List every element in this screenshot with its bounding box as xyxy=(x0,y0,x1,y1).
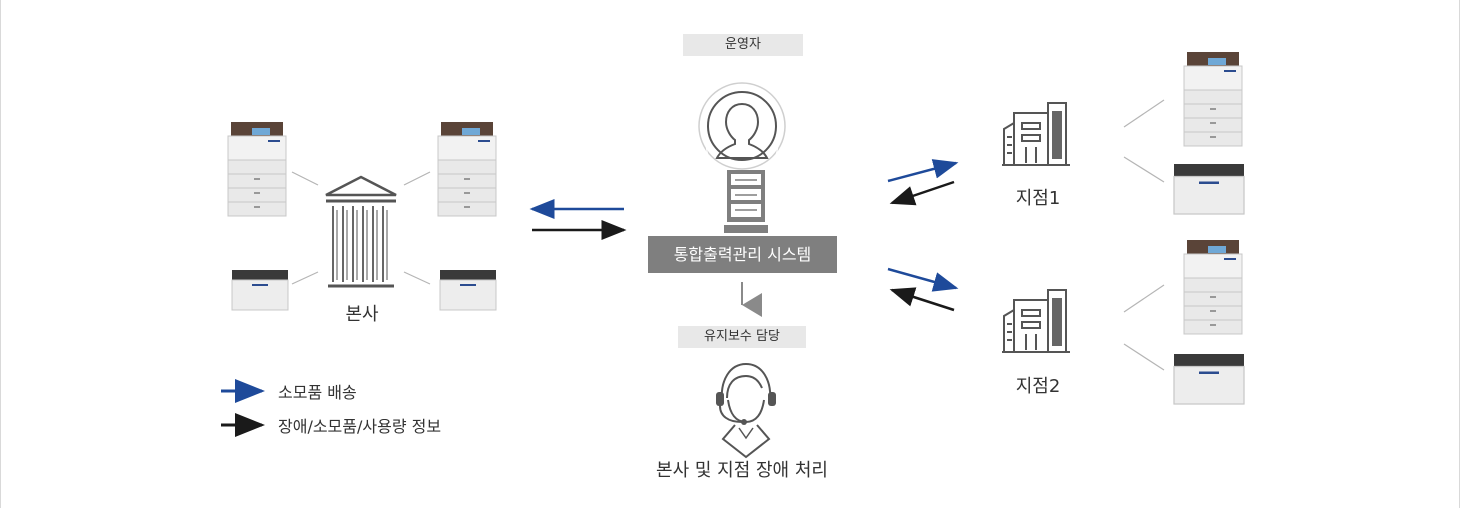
branch1-mfp xyxy=(1183,51,1243,147)
legend-item-info: 장애/소모품/사용량 정보 xyxy=(270,413,441,437)
branch2-mfp xyxy=(1183,239,1243,335)
server-icon xyxy=(724,170,768,233)
branch1-label: 지점1 xyxy=(1015,188,1061,209)
hq-label: 본사 xyxy=(345,304,379,325)
maintenance-tag: 유지보수 담당 xyxy=(678,326,806,348)
branch1-building-icon xyxy=(1001,102,1071,166)
operator-avatar-icon xyxy=(698,82,786,180)
hq-building-icon xyxy=(325,175,397,288)
operator-tag: 운영자 xyxy=(683,34,803,56)
legend-item-supply-delivery: 소모품 배송 xyxy=(270,379,357,403)
legend-label: 소모품 배송 xyxy=(278,383,357,402)
hq-printer-right xyxy=(439,269,497,311)
branch2-printer xyxy=(1173,353,1245,405)
branch2-label: 지점2 xyxy=(1015,376,1061,397)
system-box: 통합출력관리 시스템 xyxy=(648,236,837,273)
legend-label: 장애/소모품/사용량 정보 xyxy=(278,417,442,436)
maintenance-caption: 본사 및 지점 장애 처리 xyxy=(656,460,828,481)
branch2-building-icon xyxy=(1001,289,1071,353)
hq-printer-left xyxy=(231,269,289,311)
headset-person-icon xyxy=(716,362,776,459)
hq-mfp-left xyxy=(227,121,287,217)
hq-mfp-right xyxy=(437,121,497,217)
branch1-printer xyxy=(1173,163,1245,215)
